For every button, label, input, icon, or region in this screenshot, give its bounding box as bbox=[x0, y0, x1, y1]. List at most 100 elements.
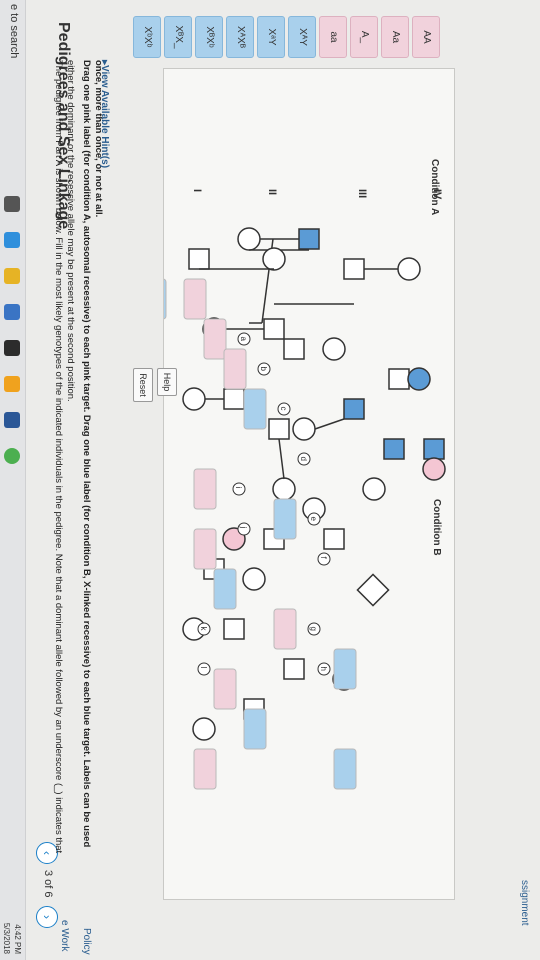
reset-button[interactable]: Reset bbox=[133, 368, 153, 402]
target-marker-e bbox=[307, 512, 321, 526]
next-part-button[interactable]: › bbox=[36, 906, 58, 928]
blue-genotype-label[interactable]: XᴮX_ bbox=[164, 16, 192, 58]
male-symbol bbox=[323, 528, 345, 550]
target-marker-c bbox=[277, 402, 291, 416]
male-symbol bbox=[423, 438, 445, 460]
generation-label: IV bbox=[431, 189, 443, 200]
blue-drop-target[interactable] bbox=[143, 278, 167, 320]
blue-genotype-label[interactable]: XᴮXᵇ bbox=[195, 16, 223, 58]
legend-condition-b: Condition B bbox=[431, 499, 442, 556]
store-icon[interactable] bbox=[4, 304, 20, 320]
female-symbol bbox=[407, 367, 431, 391]
pink-drop-target[interactable] bbox=[203, 318, 227, 360]
target-letter: i bbox=[234, 487, 243, 489]
blue-drop-target[interactable] bbox=[333, 748, 357, 790]
task-view-icon[interactable] bbox=[4, 196, 20, 212]
pink-genotype-label[interactable]: AA bbox=[412, 16, 440, 58]
edge-icon[interactable] bbox=[4, 232, 20, 248]
target-letter: h bbox=[319, 667, 328, 671]
instructions-line-2: either the dominant or the recessive all… bbox=[65, 60, 76, 402]
target-marker-k bbox=[197, 622, 211, 636]
taskbar-search[interactable]: e to search bbox=[8, 4, 20, 59]
pink-drop-target[interactable] bbox=[273, 608, 297, 650]
male-symbol bbox=[223, 618, 245, 640]
side-link-work[interactable]: e Work bbox=[59, 920, 70, 952]
pink-drop-target[interactable] bbox=[193, 468, 217, 510]
unknown-sex-symbol bbox=[356, 573, 390, 607]
blue-drop-target[interactable] bbox=[273, 498, 297, 540]
target-letter: g bbox=[309, 627, 318, 631]
file-explorer-icon[interactable] bbox=[4, 268, 20, 284]
amazon-icon[interactable] bbox=[4, 376, 20, 392]
pink-drop-target[interactable] bbox=[223, 348, 247, 390]
target-letter: e bbox=[309, 517, 318, 522]
male-symbol bbox=[343, 398, 365, 420]
pink-genotype-label[interactable]: aa bbox=[319, 16, 347, 58]
target-marker-g bbox=[307, 622, 321, 636]
blue-drop-target[interactable] bbox=[213, 568, 237, 610]
pink-drop-target[interactable] bbox=[193, 528, 217, 570]
pedigree-line bbox=[314, 418, 345, 430]
dropbox-icon[interactable] bbox=[4, 340, 20, 356]
help-button[interactable]: Help bbox=[157, 368, 177, 396]
female-symbol bbox=[272, 477, 296, 501]
blue-genotype-label[interactable]: XᵃY bbox=[257, 16, 285, 58]
generation-label: I bbox=[191, 189, 203, 192]
target-letter: c bbox=[279, 407, 288, 411]
female-symbol bbox=[242, 567, 266, 591]
view-hints-link[interactable]: View Available Hint(s) bbox=[99, 60, 110, 168]
pink-drop-target[interactable] bbox=[183, 278, 207, 320]
male-symbol bbox=[383, 438, 405, 460]
pink-drop-target[interactable] bbox=[213, 668, 237, 710]
instructions-line-1: The pedigree from Part A is shown below.… bbox=[53, 60, 64, 854]
chrome-icon[interactable] bbox=[4, 448, 20, 464]
side-link-policy[interactable]: Policy bbox=[81, 928, 92, 955]
side-link-assignment[interactable]: ssignment bbox=[519, 880, 530, 926]
female-symbol bbox=[292, 417, 316, 441]
target-marker-d bbox=[297, 452, 311, 466]
target-marker-l bbox=[197, 662, 211, 676]
pink-drop-target[interactable] bbox=[193, 748, 217, 790]
blue-drop-target[interactable] bbox=[243, 388, 267, 430]
male-symbol bbox=[283, 658, 305, 680]
target-letter: f bbox=[319, 557, 328, 560]
male-symbol bbox=[343, 258, 365, 280]
word-icon[interactable] bbox=[4, 412, 20, 428]
male-symbol bbox=[298, 228, 320, 250]
blue-genotype-label[interactable]: XᵇXᵇ bbox=[133, 16, 161, 58]
generation-label: II bbox=[266, 189, 278, 195]
male-symbol bbox=[388, 368, 410, 390]
female-symbol bbox=[362, 477, 386, 501]
female-symbol bbox=[397, 257, 421, 281]
chevron-left-icon: ‹ bbox=[40, 851, 54, 855]
clock-date: 5/3/2018 bbox=[2, 922, 11, 954]
pink-genotype-label[interactable]: Aa bbox=[381, 16, 409, 58]
target-marker-f bbox=[317, 552, 331, 566]
target-marker-j bbox=[237, 522, 251, 536]
male-symbol bbox=[263, 318, 285, 340]
pink-genotype-label[interactable]: A_ bbox=[350, 16, 378, 58]
female-symbol bbox=[422, 457, 446, 481]
target-marker-h bbox=[317, 662, 331, 676]
clock-time: 4:42 PM bbox=[13, 924, 22, 954]
target-letter: d bbox=[299, 457, 308, 461]
male-symbol bbox=[223, 388, 245, 410]
male-symbol bbox=[283, 338, 305, 360]
target-marker-i bbox=[232, 482, 246, 496]
blue-drop-target[interactable] bbox=[243, 708, 267, 750]
legend-condition-a: Condition A bbox=[429, 159, 440, 215]
target-letter: k bbox=[199, 627, 208, 632]
target-marker-a bbox=[237, 332, 251, 346]
blue-genotype-label[interactable]: XᴬXᴮ bbox=[226, 16, 254, 58]
target-letter: l bbox=[199, 667, 208, 669]
target-letter: j bbox=[239, 526, 248, 529]
blue-genotype-label[interactable]: XᴬY bbox=[288, 16, 316, 58]
female-symbol bbox=[237, 227, 261, 251]
female-symbol bbox=[182, 387, 206, 411]
blue-drop-target[interactable] bbox=[333, 648, 357, 690]
